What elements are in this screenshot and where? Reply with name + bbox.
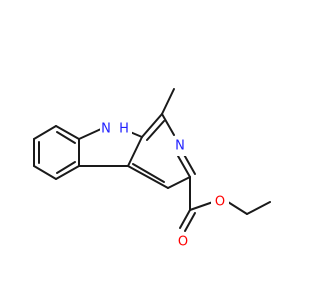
atom-carbonyl-o-label: O bbox=[178, 235, 188, 250]
bond-methyl bbox=[161, 88, 175, 115]
bond-benzene-4-double bbox=[56, 161, 76, 174]
bond-pyridine-3 bbox=[177, 155, 191, 178]
atom-h-label: H bbox=[119, 122, 129, 137]
bond-pyridine-2 bbox=[161, 113, 175, 136]
bond-pyrrole-3 bbox=[127, 136, 143, 167]
bond-ethyl-1 bbox=[227, 201, 248, 215]
structure-canvas: N H N O O bbox=[33, 88, 271, 252]
bond-pyridine-5 bbox=[127, 165, 169, 189]
bond-ester-oxygen bbox=[189, 201, 214, 211]
bond-pyridine-1 bbox=[141, 113, 163, 138]
bond-benzene-4 bbox=[55, 165, 80, 180]
bond-pyrrole-1 bbox=[78, 128, 102, 140]
bond-carbonyl-double bbox=[184, 212, 196, 232]
bond-benzene-6-double bbox=[56, 131, 76, 144]
atom-nh: N H bbox=[100, 110, 132, 138]
bond-carbonyl bbox=[179, 209, 191, 229]
bond-pyridine-1-double bbox=[146, 120, 165, 141]
atom-carbonyl-o: O bbox=[174, 232, 192, 252]
atom-ester-o: O bbox=[211, 192, 229, 212]
bond-ethyl-2 bbox=[246, 201, 271, 215]
atom-ring-n-label: N bbox=[175, 139, 185, 154]
bond-benzene-6 bbox=[55, 125, 80, 140]
molecule-drawing: N H N O O bbox=[33, 88, 271, 252]
atom-ring-n: N bbox=[171, 136, 189, 156]
bond-benzene-3 bbox=[33, 165, 57, 180]
atom-n-label: N bbox=[101, 122, 111, 137]
bond-benzene-1 bbox=[33, 125, 57, 140]
bond-pyridine-5-double bbox=[132, 163, 165, 183]
bond-pyridine-4 bbox=[167, 176, 191, 189]
atom-ester-o-label: O bbox=[215, 195, 225, 210]
